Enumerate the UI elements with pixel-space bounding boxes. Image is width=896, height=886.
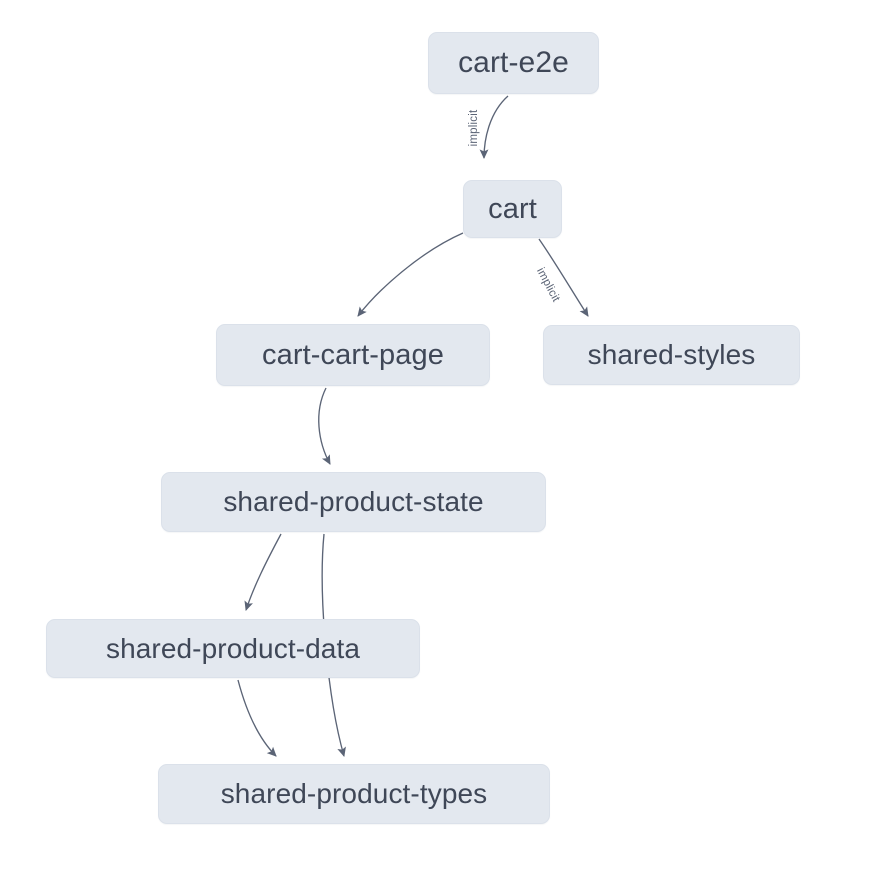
graph-edge-label-cart-e2e__cart: implicit (468, 109, 480, 147)
graph-node-shared-product-types[interactable]: shared-product-types (158, 764, 550, 824)
graph-edge-cart-e2e__cart (479, 95, 509, 160)
graph-node-label: shared-product-types (220, 778, 488, 809)
graph-edge-shared-product-state__shared-product-data (244, 533, 282, 611)
graph-node-shared-product-state[interactable]: shared-product-state (161, 472, 546, 532)
graph-node-shared-styles[interactable]: shared-styles (543, 325, 800, 385)
graph-node-label: cart-e2e (458, 46, 569, 79)
graph-node-cart-e2e[interactable]: cart-e2e (428, 32, 599, 94)
graph-node-cart-cart-page[interactable]: cart-cart-page (216, 324, 490, 386)
graph-node-label: shared-product-data (105, 632, 361, 664)
graph-edge-cart-cart-page__shared-product-state (318, 387, 331, 465)
graph-edge-shared-product-data__shared-product-types (237, 679, 277, 757)
graph-edge-label-cart__shared-styles: implicit (534, 265, 562, 305)
graph-edge-cart__cart-cart-page (357, 232, 464, 317)
graph-node-label: shared-styles (587, 339, 756, 370)
graph-node-label: cart (488, 192, 537, 225)
graph-node-cart[interactable]: cart (463, 180, 562, 238)
graph-node-label: shared-product-state (223, 486, 484, 517)
graph-node-shared-product-data[interactable]: shared-product-data (46, 619, 420, 678)
graph-node-label: cart-cart-page (262, 338, 444, 371)
